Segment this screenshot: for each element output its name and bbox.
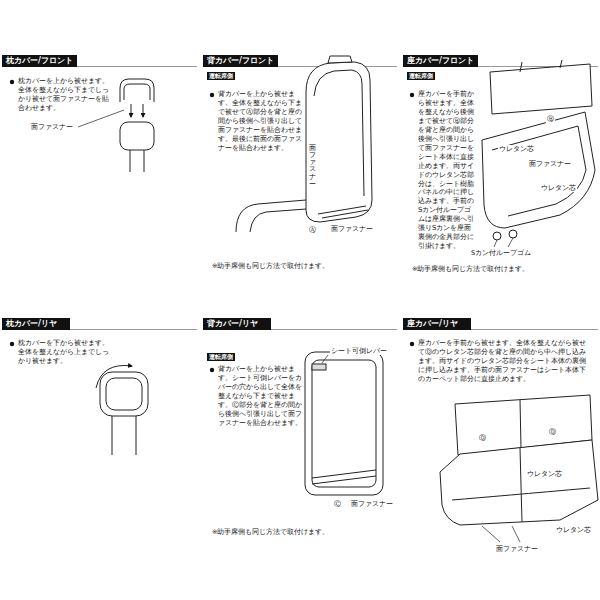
seat-cushion-rear: [440, 395, 598, 542]
callout-label: ウレタン芯: [498, 145, 535, 153]
seat-back-rear: [312, 360, 376, 487]
callout-label: シート可倒レバー: [330, 347, 388, 355]
bullet: [410, 342, 414, 346]
seat-back-front: [236, 200, 306, 232]
callout-label: Ⓑ: [546, 115, 555, 123]
seat-cushion-front: [482, 60, 595, 247]
seat-cushion-rear: [520, 448, 522, 522]
callout-label: ウレタン芯: [540, 184, 577, 192]
instruction-text: 背カバーを上から被せます。全体を整えながら下まで被せてⒶ部分を背と座の間から後側…: [218, 90, 302, 153]
headrest-rear: [96, 365, 148, 455]
seat-cushion-rear: [482, 526, 500, 542]
headrest-rear: [106, 378, 142, 410]
headrest-rear: [112, 416, 113, 455]
heading-text: 運転席側: [209, 353, 233, 360]
headrest-front: [144, 150, 145, 172]
heading-text: 座カバー/フロント: [407, 56, 474, 65]
heading-text: 枕カバー/リヤ: [6, 319, 57, 328]
headrest-front: [120, 79, 154, 102]
seat-cushion-front: [492, 126, 586, 216]
heading-text: 運転席側: [209, 72, 233, 79]
callout-label: 面ファスナー: [309, 145, 316, 188]
callout-label: ウレタン芯: [526, 470, 563, 478]
seat-cushion-front: [482, 112, 595, 228]
seat-back-front: [314, 70, 364, 196]
callout-label: Ⓐ: [308, 226, 317, 234]
seat-cushion-rear: [520, 400, 521, 448]
callout-label: Ⓒ: [333, 500, 342, 508]
seat-cushion-front: [560, 60, 562, 68]
section-heading: 座カバー/リヤ: [403, 318, 471, 330]
note-text: ※助手席側も同じ方法で取付けます。: [412, 265, 529, 273]
callout-label: Sカン付ループゴム: [470, 249, 532, 257]
instruction-text: 枕カバーを下から被せます。全体を整えながら上までしっかり被せます。: [18, 339, 112, 366]
heading-text: 背カバー/リヤ: [207, 319, 258, 328]
headrest-front: [120, 122, 154, 150]
seat-back-rear: [305, 352, 383, 495]
seat-cushion-front: [520, 62, 522, 72]
section-heading: 背カバー/リヤ: [203, 318, 271, 330]
instruction-text: 背カバーを上から被せます。シート可倒レバーをカバーの穴から出して全体を整えながら…: [218, 365, 302, 428]
heading-text: 背カバー/フロント: [207, 56, 274, 65]
seat-back-front: [250, 209, 306, 232]
side-tag: 運転席側: [407, 72, 435, 80]
callout-label: Ⓓ: [548, 428, 557, 436]
bullet: [10, 80, 14, 84]
headrest-rear: [136, 416, 137, 455]
bullet: [410, 93, 414, 97]
bullet: [10, 342, 14, 346]
note-text: ※助手席側も同じ方法で取付けます。: [212, 528, 329, 536]
heading-text: 座カバー/リヤ: [407, 319, 458, 328]
callout-label: ウレタン芯: [555, 526, 592, 534]
callout-label: 面ファスナー: [30, 123, 74, 131]
seat-cushion-front: [490, 64, 592, 114]
seat-back-rear: [312, 364, 326, 370]
seat-cushion-front: [493, 232, 501, 240]
seat-back-front: [318, 206, 368, 218]
headrest-front: [131, 104, 132, 117]
seat-cushion-front: [494, 240, 497, 247]
seat-back-rear: [322, 355, 328, 363]
seat-back-rear: [305, 352, 383, 495]
side-tag: 運転席側: [207, 72, 235, 80]
instruction-text: 枕カバーを上から被せます。全体を整えながら下までしっかり被せて面ファスナーを貼合…: [18, 77, 112, 113]
callout-label: 面ファスナー: [528, 160, 572, 168]
heading-text: 枕カバー/フロント: [6, 56, 73, 65]
section-heading: 背カバー/フロント: [203, 55, 278, 67]
headrest-front: [143, 104, 144, 117]
bullet: [210, 368, 214, 372]
bullet: [210, 93, 214, 97]
headrest-front: [130, 150, 131, 172]
headrest-rear: [100, 372, 148, 416]
seat-cushion-rear: [512, 526, 520, 542]
section-heading: 枕カバー/リヤ: [2, 318, 70, 330]
seat-back-rear: [312, 470, 376, 484]
seat-cushion-front: [509, 230, 517, 238]
seat-cushion-rear: [440, 440, 598, 525]
seat-cushion-front: [508, 238, 513, 247]
side-tag: 運転席側: [207, 353, 235, 361]
callout-label: 面ファスナー: [495, 545, 539, 553]
headrest-front: [78, 110, 124, 127]
callout-label: Ⓓ: [478, 434, 487, 442]
callout-label: 面ファスナー: [350, 500, 394, 508]
callout-label: 面ファスナー: [330, 225, 374, 233]
section-heading: 座カバー/フロント: [403, 55, 478, 67]
seat-back-front: [328, 56, 352, 63]
seat-cushion-rear: [452, 488, 590, 500]
section-heading: 枕カバー/フロント: [2, 55, 77, 67]
instruction-text: 座カバーを手前から被せます。全体を整えながら被せてⒹのウレタン芯部分を背と座の間…: [418, 339, 590, 384]
headrest-front: [124, 84, 150, 100]
seat-back-front: [306, 62, 372, 222]
note-text: ※助手席側も同じ方法で取付けます。: [212, 262, 329, 270]
instruction-text: 座カバーを手前から被せます。全体を整えながら後側まで被せてⒷ部分を背と座の間から…: [418, 90, 478, 251]
heading-text: 運転席側: [409, 72, 433, 79]
